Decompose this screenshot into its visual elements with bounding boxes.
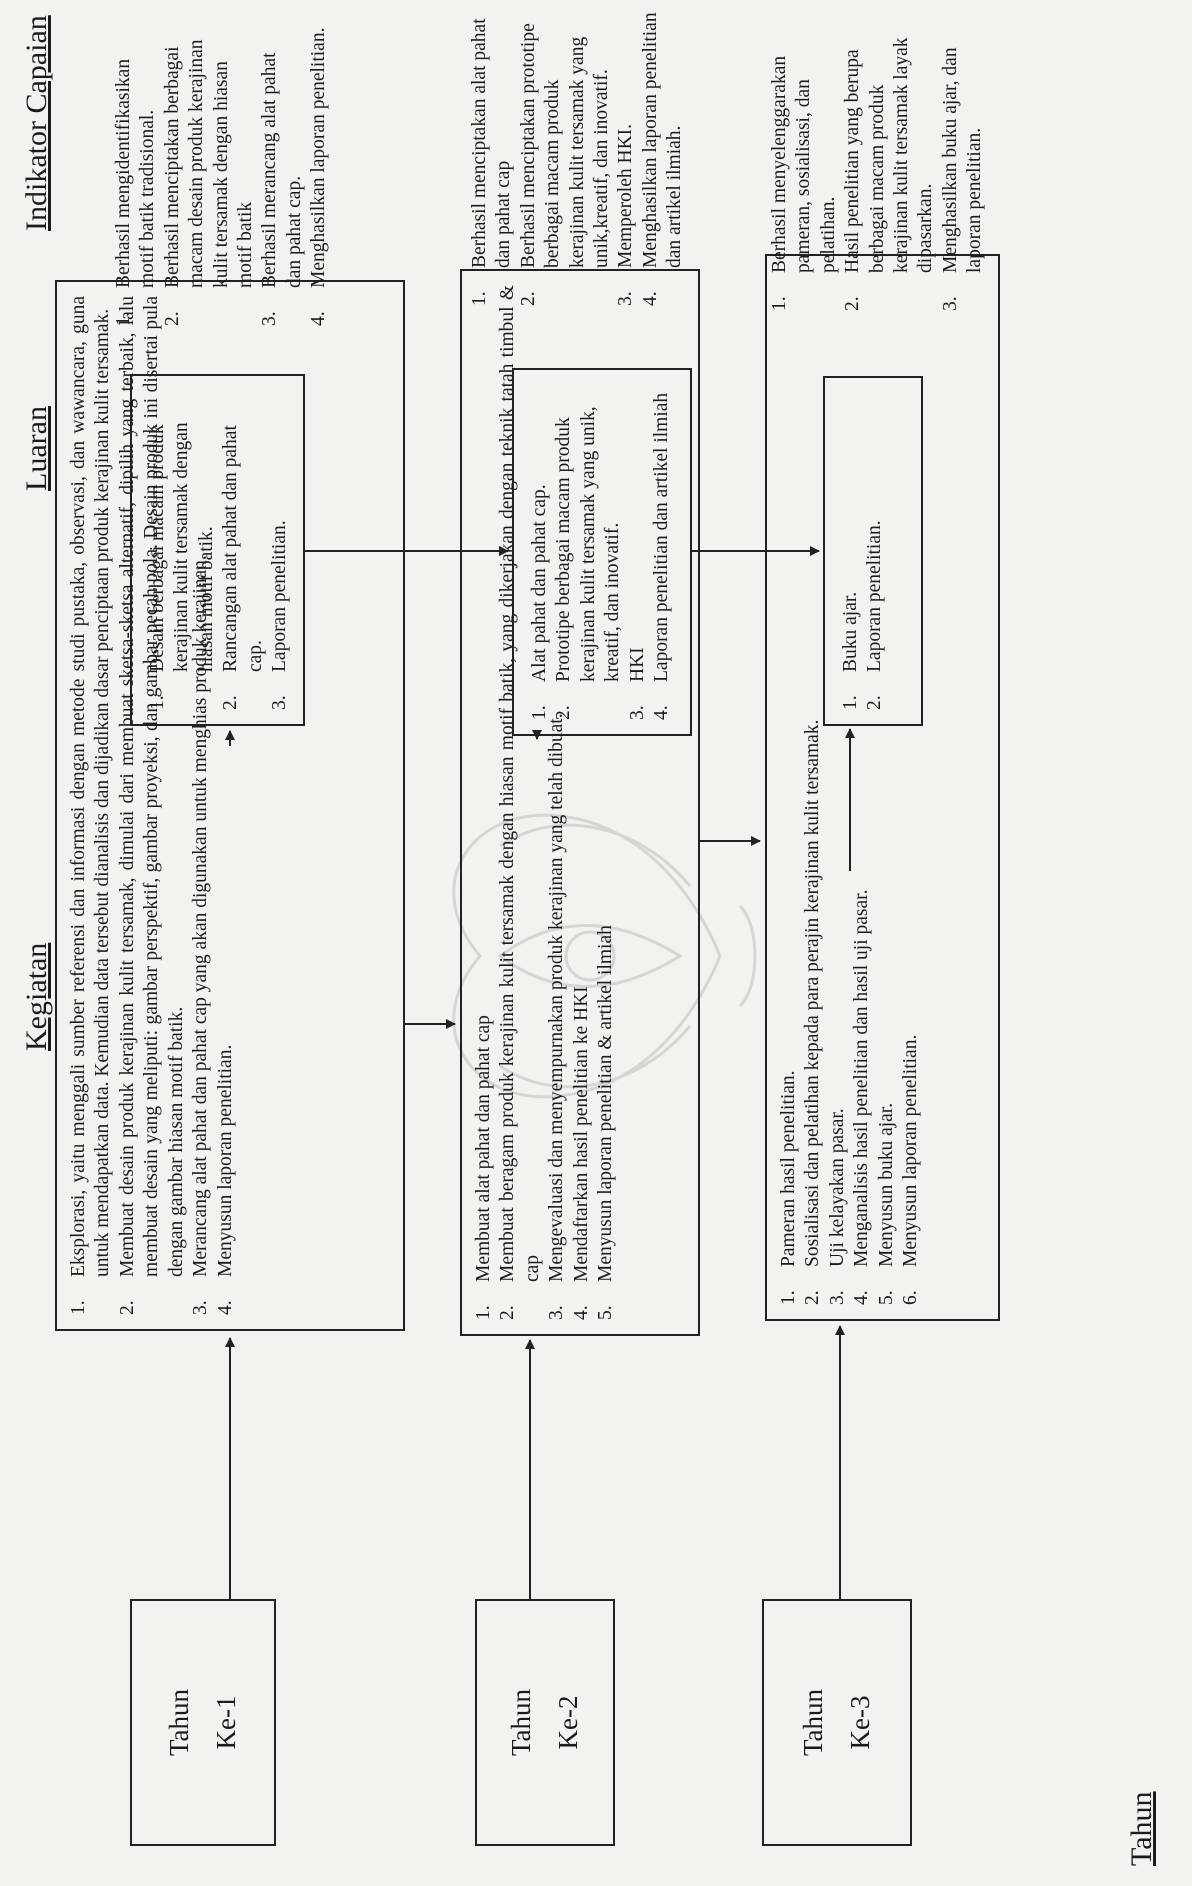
flow-arrows	[225, 546, 855, 1599]
scanned-page: Tahun Kegiatan Luaran Indikator Capaian …	[20, 12, 1158, 1866]
watermark-emblem-icon	[452, 813, 757, 1099]
rotated-flowchart: Tahun Kegiatan Luaran Indikator Capaian …	[20, 12, 1158, 1866]
